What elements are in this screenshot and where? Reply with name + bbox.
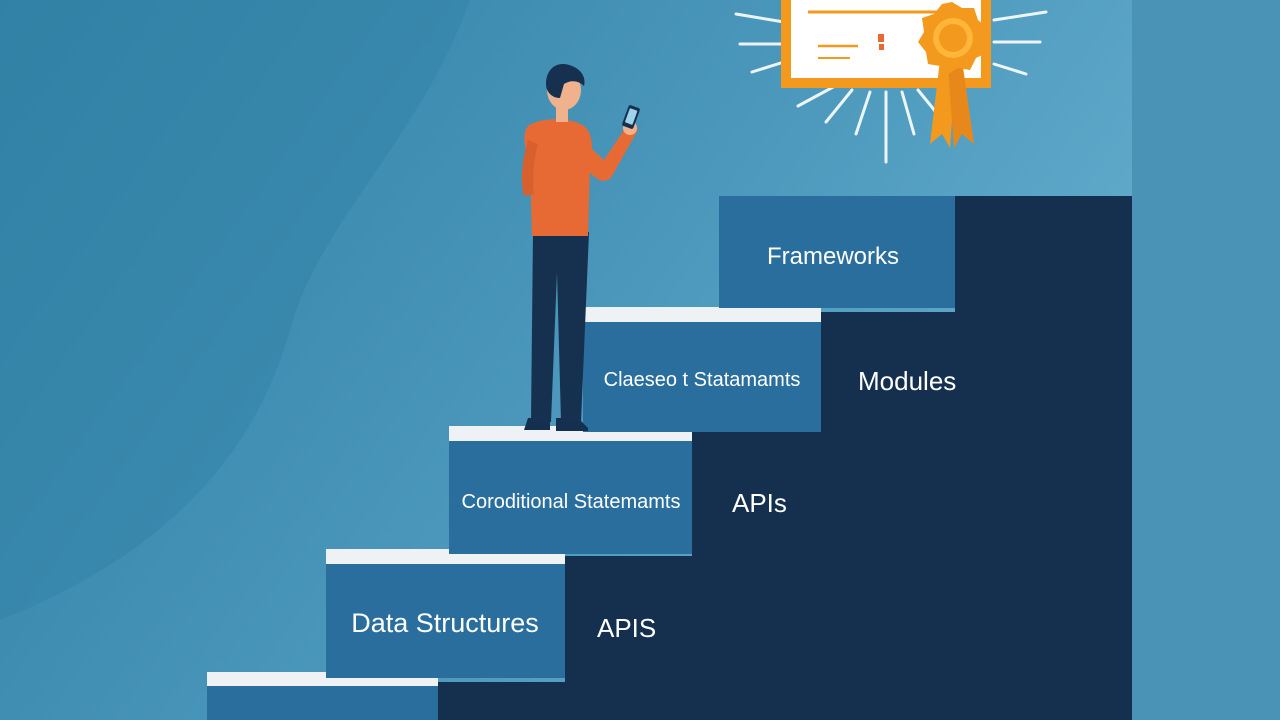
step-5 — [719, 196, 955, 308]
background-wave — [0, 0, 470, 620]
step-label-frameworks: Frameworks — [767, 243, 899, 270]
step-2 — [326, 549, 565, 678]
step-4 — [583, 307, 821, 432]
step-1 — [207, 672, 438, 720]
background-right-panel — [1132, 0, 1280, 720]
staircase-shadow-block — [438, 196, 1132, 720]
step-label-conditional-statements: Coroditional Statemamts — [462, 491, 681, 513]
certificate-with-ribbon-icon — [734, 0, 1048, 164]
person-holding-phone-icon — [521, 64, 640, 431]
side-label-apis-lower: APIS — [597, 613, 656, 643]
step-label-data-structures: Data Structures — [351, 608, 539, 638]
side-label-modules: Modules — [858, 366, 956, 396]
side-label-apis-upper: APIs — [732, 488, 787, 518]
step-label-classes-statements: Claeseo t Statamamts — [604, 369, 801, 391]
step-3 — [449, 426, 692, 554]
